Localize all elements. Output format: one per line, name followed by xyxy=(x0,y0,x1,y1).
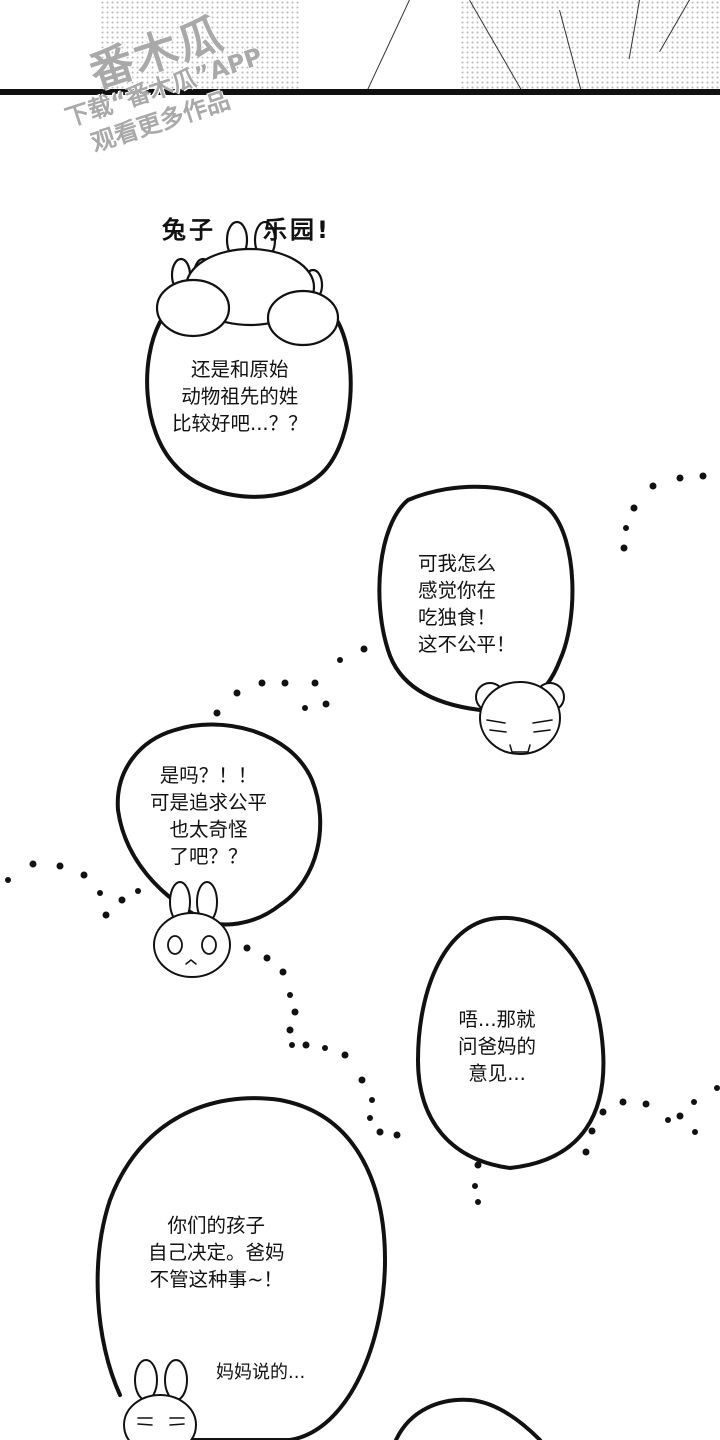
speech-bubble-5 xyxy=(95,1096,387,1440)
halftone-shading xyxy=(460,0,720,92)
bunny-mom-icon xyxy=(123,1359,197,1440)
bunny-group-icon xyxy=(155,220,340,347)
speech-bubble-5-text: 你们的孩子 自己决定。爸妈 不管这种事~！ xyxy=(148,1214,285,1291)
speech-bubble-2-text: 可我怎么 感觉你在 吃独食！ 这不公平！ xyxy=(418,552,516,656)
speech-bubble-partial xyxy=(394,1397,542,1440)
previous-panel xyxy=(0,0,720,92)
title-word-paradise: 乐园! xyxy=(263,216,331,244)
speech-bubble-3-text: 是吗？！！ 可是追求公平 也太奇怪 了吧？？ xyxy=(150,764,268,868)
speech-bubble-4 xyxy=(416,915,606,1170)
speech-bubble-3 xyxy=(115,722,323,927)
speech-bubble-1-text: 还是和原始 动物祖先的姓 比较好吧...？？ xyxy=(172,358,308,435)
bunny-icon xyxy=(153,881,231,978)
panel-border xyxy=(0,89,720,95)
speech-bubble-4-text: 唔...那就 问爸妈的 意见... xyxy=(458,1008,537,1085)
speech-bubble-1 xyxy=(145,320,353,499)
hamster-icon xyxy=(475,681,565,755)
dotted-trail xyxy=(5,472,720,1205)
caption-mom-said: 妈妈说的... xyxy=(216,1362,306,1383)
title-word-rabbit: 兔子 xyxy=(162,216,216,244)
halftone-shading xyxy=(100,0,300,92)
